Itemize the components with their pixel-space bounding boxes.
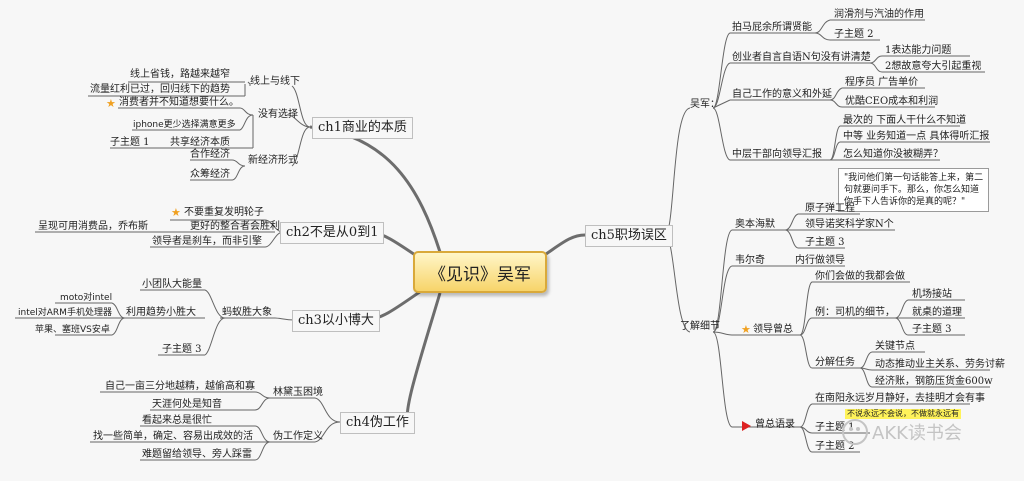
quote-line-3: 你手下人告诉你的是真的呢？": [844, 197, 966, 207]
watermark: AKK读书会: [842, 419, 962, 445]
node-founder[interactable]: 创业者自言自语N句没有讲清楚: [732, 52, 871, 63]
node-crowd[interactable]: 众筹经济: [190, 169, 230, 180]
node-sub3b[interactable]: 子主题 3: [912, 324, 952, 335]
node-f1[interactable]: 1表达能力问题: [885, 45, 952, 56]
node-details[interactable]: 了解细节: [680, 321, 720, 332]
node-know[interactable]: 天涯何处是知音: [152, 399, 222, 410]
node-nobel[interactable]: 领导诺奖科学家N个: [805, 219, 894, 230]
flag-icon: [742, 421, 751, 431]
quote-line-2: 句就要问手下。那么，你怎么知道: [844, 185, 980, 195]
node-simple[interactable]: 找一些简单，确定、容易出成效的活: [93, 431, 253, 442]
node-m3[interactable]: 怎么知道你没被糊弄？: [843, 149, 943, 160]
node-key[interactable]: 关键节点: [875, 341, 915, 352]
node-eco[interactable]: 经济账，钢筋压货金600w: [875, 376, 993, 387]
branch-line-ch4: [405, 292, 442, 424]
node-programmer[interactable]: 程序员 广告单价: [845, 77, 919, 88]
node-leaders[interactable]: 领导者是刹车，而非引擎: [152, 236, 262, 247]
node-boss-guide[interactable]: 领导曾总: [753, 324, 793, 335]
node-kiss[interactable]: 拍马屁余所谓贤能: [732, 22, 812, 33]
node-oppen[interactable]: 奥本海默: [735, 219, 775, 230]
node-ants[interactable]: 蚂蚁胜大象: [222, 307, 272, 318]
node-split[interactable]: 分解任务: [815, 357, 855, 368]
node-consumer[interactable]: 消费者并不知道想要什么。: [119, 97, 239, 108]
node-arm[interactable]: intel对ARM手机处理器: [18, 308, 112, 318]
node-traffic[interactable]: 流量红利已过，回归线下的趋势: [90, 84, 230, 95]
node-lube[interactable]: 润滑剂与汽油的作用: [834, 9, 924, 20]
node-ceo[interactable]: 优酷CEO成本和利润: [845, 96, 939, 107]
node-feynman[interactable]: 韦尔奇: [735, 255, 765, 266]
node-sharing[interactable]: 共享经济本质: [170, 137, 230, 148]
node-no-choice[interactable]: 没有选择: [258, 109, 298, 120]
node-new-forms[interactable]: 新经济形式: [248, 155, 298, 166]
watermark-label: AKK读书会: [872, 423, 962, 444]
node-zeng[interactable]: 曾总语录: [755, 419, 795, 430]
node-m1[interactable]: 最次的 下面人干什么不知道: [843, 115, 967, 126]
node-sub1[interactable]: 子主题 1: [815, 422, 855, 433]
node-moto[interactable]: moto对intel: [60, 293, 113, 303]
node-inner[interactable]: 内行做领导: [795, 255, 845, 266]
quote-line-1: "我问他们第一句话能答上来，第二: [844, 173, 984, 183]
node-iphone[interactable]: iphone更少选择满意更多: [133, 120, 236, 130]
node-problems[interactable]: 难题留给领导、旁人踩雷: [142, 449, 252, 460]
node-small-team[interactable]: 小团队大能量: [142, 279, 202, 290]
node-airport[interactable]: 机场接站: [912, 289, 952, 300]
branch-ch4[interactable]: ch4伪工作: [340, 412, 415, 434]
node-self-work[interactable]: 自己工作的意义和外延: [732, 89, 832, 100]
node-quote[interactable]: "我问他们第一句话能答上来，第二 句就要问手下。那么，你怎么知道 你手下人告诉你…: [838, 168, 990, 212]
node-online-cheap[interactable]: 线上省钱，路越来越窄: [130, 69, 230, 80]
central-topic[interactable]: 《见识》吴军: [413, 251, 547, 293]
node-atomic[interactable]: 原子弹工程: [805, 203, 855, 214]
node-sub2[interactable]: 子主题 2: [815, 441, 855, 452]
star-icon: ★: [171, 206, 181, 219]
branch-ch5[interactable]: ch5职场误区: [585, 225, 673, 247]
node-f2[interactable]: 2想故意夸大引起重视: [885, 61, 982, 72]
node-trend[interactable]: 利用趋势小胜大: [126, 307, 196, 318]
star-icon: ★: [741, 323, 751, 336]
node-fake-def[interactable]: 伪工作定义: [273, 431, 323, 442]
node-apple[interactable]: 苹果、塞班VS安卓: [35, 325, 110, 335]
node-better-integration[interactable]: 更好的整合者会胜利: [190, 221, 280, 232]
node-lin-desc[interactable]: 自己一亩三分地越精，越偷高和寡: [105, 381, 255, 392]
node-lin[interactable]: 林黛玉困境: [273, 387, 323, 398]
node-no-reinvent[interactable]: 不要重复发明轮子: [184, 207, 264, 218]
node-sub3[interactable]: 子主题 3: [805, 237, 845, 248]
node-we-do[interactable]: 你们会做的我都会做: [815, 271, 905, 282]
node-jobs[interactable]: 呈现可用消费品，乔布斯: [38, 221, 148, 232]
branch-ch1[interactable]: ch1商业的本质: [312, 117, 413, 139]
branch-ch2[interactable]: ch2不是从0到1: [280, 222, 385, 244]
wechat-icon: [842, 419, 868, 445]
node-coop[interactable]: 合作经济: [190, 149, 230, 160]
node-highlight[interactable]: 不说永远不会说，不做就永远有: [845, 409, 961, 419]
node-nanyang[interactable]: 在南阳永远岁月静好，去挂明才会有事: [815, 393, 985, 404]
node-wujun[interactable]: 吴军：: [690, 99, 720, 110]
node-principle[interactable]: 就桌的道理: [912, 307, 962, 318]
node-sub2a[interactable]: 子主题 2: [834, 29, 874, 40]
star-icon: ★: [106, 97, 116, 110]
node-busy[interactable]: 看起来总是很忙: [142, 415, 212, 426]
node-mid[interactable]: 中层干部向领导汇报: [732, 149, 822, 160]
node-example[interactable]: 例：司机的细节，: [815, 307, 895, 318]
node-m2[interactable]: 中等 业务知道一点 具体得听汇报: [843, 131, 990, 142]
node-sub3[interactable]: 子主题 3: [162, 344, 202, 355]
node-online-offline[interactable]: 线上与线下: [250, 76, 300, 87]
branch-ch3[interactable]: ch3以小博大: [292, 310, 380, 332]
node-momentum[interactable]: 动态推动业主关系、劳务讨薪: [875, 359, 1005, 370]
node-sub1[interactable]: 子主题 1: [110, 137, 150, 148]
